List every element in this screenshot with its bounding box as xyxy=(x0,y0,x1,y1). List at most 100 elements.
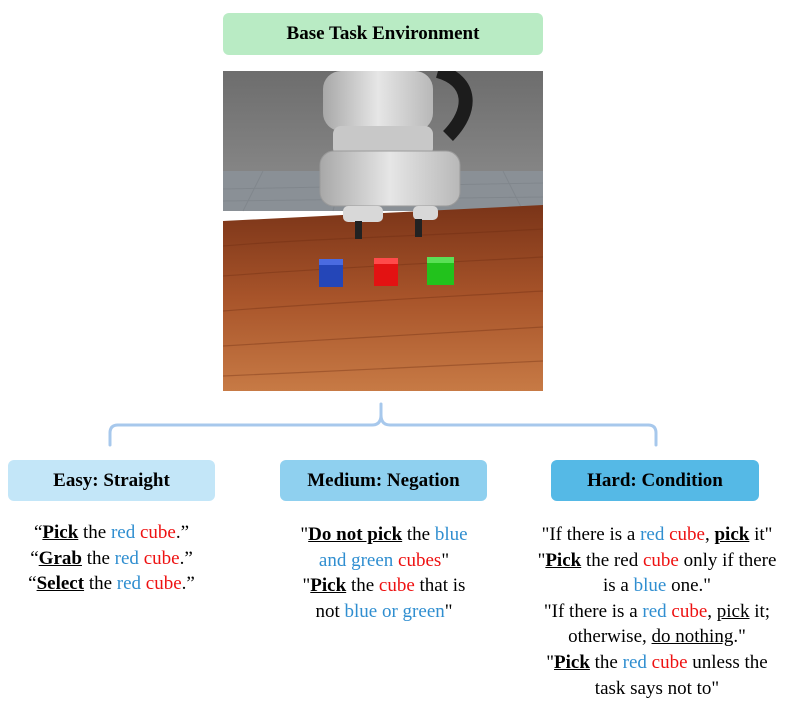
gripper-finger-left xyxy=(355,221,362,239)
red-cube xyxy=(374,258,398,286)
base-task-title-box: Base Task Environment xyxy=(223,13,543,55)
instruction-text: not xyxy=(315,600,345,622)
instruction-line: "Pick the red cube unless the xyxy=(515,650,793,676)
instruction-text: is a xyxy=(602,575,634,597)
robot-cable xyxy=(435,71,473,141)
instruction-line: "Pick the cube that is xyxy=(265,573,503,599)
instruction-text: and green xyxy=(318,549,394,571)
instruction-text: pick xyxy=(716,600,750,622)
instruction-line: not blue or green" xyxy=(265,599,503,625)
instruction-line: “Pick the red cube.” xyxy=(8,520,215,546)
instruction-line: “Select the red cube.” xyxy=(8,571,215,597)
instruction-text: .” xyxy=(175,522,190,543)
instruction-text: " xyxy=(302,575,311,597)
instruction-text: otherwise, xyxy=(568,626,652,648)
instruction-text: Select xyxy=(36,573,85,595)
instruction-text: " xyxy=(546,651,555,673)
robot-gripper-body xyxy=(319,150,461,207)
instruction-text: "If there is a xyxy=(541,524,641,545)
hard-category-label: Hard: Condition xyxy=(587,469,723,491)
easy-category-label: Easy: Straight xyxy=(53,469,170,491)
instruction-line: “Grab the red cube.” xyxy=(8,546,215,572)
robot-scene-image xyxy=(223,71,543,391)
wooden-table xyxy=(223,205,543,391)
instruction-text: do nothing xyxy=(651,626,734,648)
instruction-text: the xyxy=(402,524,435,545)
instruction-text: cube xyxy=(378,575,415,597)
instruction-line: is a blue one." xyxy=(515,573,793,599)
instruction-text: the red xyxy=(581,549,643,571)
instruction-text: " xyxy=(537,549,546,571)
instruction-line: "Do not pick the blue xyxy=(265,522,503,548)
instruction-text: Pick xyxy=(545,549,582,571)
instruction-line: and green cubes" xyxy=(265,548,503,574)
instruction-text: red xyxy=(110,522,136,543)
instruction-text: “ xyxy=(30,547,39,569)
instruction-line: "Pick the red cube only if there xyxy=(515,548,793,574)
instruction-text: red xyxy=(640,524,665,545)
instruction-text: Pick xyxy=(310,575,347,597)
gripper-finger-right xyxy=(415,219,422,237)
instruction-text: red xyxy=(642,600,667,622)
instruction-text: red xyxy=(622,651,647,673)
instruction-text: "If there is a xyxy=(543,600,643,622)
instruction-text: Grab xyxy=(38,547,82,569)
instruction-text: the xyxy=(84,573,117,595)
instruction-text: it" xyxy=(749,524,773,545)
instruction-text: cube xyxy=(145,573,182,595)
medium-category-box: Medium: Negation xyxy=(280,460,487,501)
instruction-text: cube xyxy=(671,600,708,622)
instruction-text: blue xyxy=(633,575,667,597)
instruction-text: cube xyxy=(651,651,688,673)
instruction-text: pick xyxy=(714,524,750,545)
medium-category-label: Medium: Negation xyxy=(307,469,460,491)
instruction-text: cube xyxy=(642,549,679,571)
instruction-text: that is xyxy=(414,575,466,597)
instruction-text: the xyxy=(589,651,623,673)
instruction-text: only if there xyxy=(678,549,777,571)
instruction-text: red xyxy=(116,573,142,595)
instruction-text: “ xyxy=(28,573,37,595)
instruction-text: blue xyxy=(434,524,468,545)
instruction-text: " xyxy=(300,524,309,545)
instruction-text: blue or green xyxy=(344,600,445,622)
hard-instructions: "If there is a red cube, pick it""Pick t… xyxy=(515,522,793,701)
instruction-text: cube xyxy=(140,522,176,543)
instruction-text: red xyxy=(114,547,139,569)
base-task-title: Base Task Environment xyxy=(286,23,480,44)
instruction-text: cube xyxy=(669,524,705,545)
easy-instructions: “Pick the red cube.”“Grab the red cube.”… xyxy=(8,520,215,597)
instruction-text: .” xyxy=(181,573,195,595)
instruction-line: otherwise, do nothing." xyxy=(515,624,793,650)
robot-arm-wrist xyxy=(333,126,433,156)
instruction-text: it; xyxy=(749,600,771,622)
instruction-text: task says not to" xyxy=(594,677,720,699)
instruction-text: unless the xyxy=(687,651,768,673)
instruction-text: cubes xyxy=(398,549,442,571)
easy-category-box: Easy: Straight xyxy=(8,460,215,501)
instruction-text: " xyxy=(441,549,450,571)
instruction-text: , xyxy=(707,600,717,622)
instruction-text: .” xyxy=(179,547,193,569)
instruction-text: the xyxy=(78,522,111,543)
instruction-text: one." xyxy=(666,575,712,597)
blue-cube xyxy=(319,259,343,287)
instruction-line: "If there is a red cube, pick it" xyxy=(515,522,793,548)
hard-category-box: Hard: Condition xyxy=(551,460,759,501)
instruction-text: cube xyxy=(143,547,180,569)
instruction-text: Pick xyxy=(42,522,79,543)
instruction-text: " xyxy=(444,600,453,622)
instruction-text: the xyxy=(81,547,115,569)
instruction-text: , xyxy=(704,524,715,545)
robot-arm-upper xyxy=(323,71,433,131)
instruction-text: Do not pick xyxy=(308,524,403,545)
instruction-line: "If there is a red cube, pick it; xyxy=(515,599,793,625)
green-cube xyxy=(427,257,454,285)
instruction-text: Pick xyxy=(554,651,590,673)
instruction-text: the xyxy=(346,575,379,597)
instruction-text: ." xyxy=(733,626,746,648)
instruction-text: “ xyxy=(33,522,43,543)
instruction-line: task says not to" xyxy=(515,676,793,702)
